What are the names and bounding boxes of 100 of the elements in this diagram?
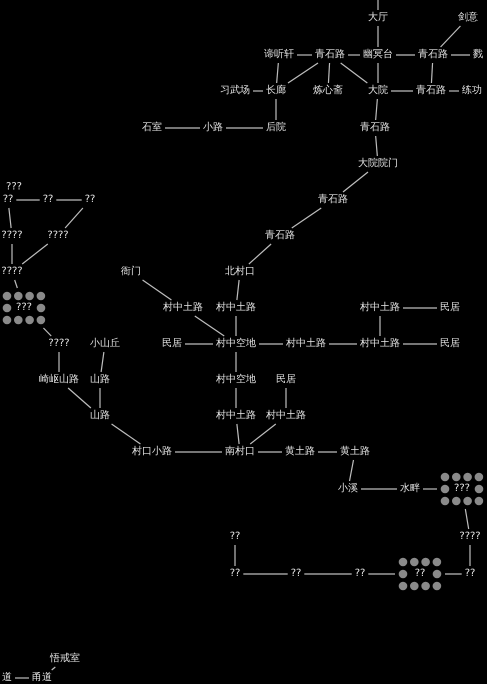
path-line xyxy=(235,316,237,336)
path-line xyxy=(226,127,263,129)
room-name: 民居 xyxy=(161,338,183,350)
path-line xyxy=(250,424,276,444)
path-line xyxy=(142,280,172,300)
path-line xyxy=(396,54,415,56)
path-line xyxy=(11,244,13,264)
path-line xyxy=(99,388,101,408)
path-line xyxy=(56,199,82,201)
room-name: 大院院门 xyxy=(357,158,399,170)
room-name: 大院 xyxy=(367,85,389,97)
path-line xyxy=(236,424,240,444)
path-line xyxy=(377,26,379,47)
room-name: 青石路 xyxy=(317,194,349,206)
room-name: ?? xyxy=(42,194,54,206)
path-line xyxy=(348,54,360,56)
path-line xyxy=(22,244,48,264)
path-line xyxy=(318,451,337,453)
path-line xyxy=(8,208,12,228)
room-name: 村中土路 xyxy=(285,338,327,350)
room-name: 村中土路 xyxy=(359,302,401,314)
path-line xyxy=(375,136,378,156)
room-name: 黄土路 xyxy=(284,446,316,458)
room-name: 青石路 xyxy=(264,230,296,242)
path-line xyxy=(288,62,318,84)
room-name: 南村口 xyxy=(224,446,256,458)
room-name: 长廊 xyxy=(265,85,287,97)
room-name: 幽冥台 xyxy=(362,49,394,61)
path-line xyxy=(165,127,200,129)
path-line xyxy=(430,62,434,84)
room-name: 大厅 xyxy=(367,12,389,24)
path-line xyxy=(58,352,60,372)
room-name: 青石路 xyxy=(359,122,391,134)
path-line xyxy=(445,573,462,575)
room-name: 道 xyxy=(1,672,13,684)
room-name: 崎岖山路 xyxy=(38,374,80,386)
path-line xyxy=(377,0,379,10)
path-line xyxy=(469,545,471,566)
path-line xyxy=(258,451,282,453)
path-line xyxy=(464,508,470,530)
room-name: ?? xyxy=(354,568,366,580)
room-name: ?? xyxy=(290,568,302,580)
room-name: 习武场 xyxy=(219,85,251,97)
path-line xyxy=(16,199,40,201)
path-line xyxy=(340,62,368,84)
path-line xyxy=(111,424,141,444)
path-line xyxy=(276,62,279,84)
room-name: 炼心斋 xyxy=(312,85,344,97)
path-line xyxy=(185,343,213,345)
path-line xyxy=(248,244,272,264)
path-line xyxy=(285,388,287,408)
room-name: 小山丘 xyxy=(89,338,121,350)
room-name: 民居 xyxy=(439,338,461,350)
path-line xyxy=(51,666,56,670)
room-name: 村中土路 xyxy=(265,410,307,422)
room-name: ???? xyxy=(0,266,24,278)
room-name: ?? xyxy=(84,194,96,206)
room-name: ???? xyxy=(46,230,70,242)
path-line xyxy=(64,208,84,228)
path-line xyxy=(236,280,240,300)
path-line xyxy=(391,90,413,92)
room-name: 衙门 xyxy=(120,266,142,278)
room-name: 村口小路 xyxy=(131,446,173,458)
room-name: 青石路 xyxy=(417,49,449,61)
room-name: 后院 xyxy=(265,122,287,134)
room-name: 山路 xyxy=(89,374,111,386)
path-line xyxy=(15,677,29,679)
path-line xyxy=(259,343,283,345)
path-line xyxy=(235,352,237,372)
path-line xyxy=(342,172,368,192)
path-line xyxy=(375,98,378,120)
room-name: 村中土路 xyxy=(215,410,257,422)
room-name: 青石路 xyxy=(314,49,346,61)
path-line xyxy=(235,388,237,408)
path-line xyxy=(14,280,18,288)
room-name: 北村口 xyxy=(224,266,256,278)
room-name: 小溪 xyxy=(337,483,359,495)
room-name: ?? xyxy=(228,568,242,580)
room-name: 甬道 xyxy=(31,672,53,684)
path-line xyxy=(348,460,354,482)
room-name: 青石路 xyxy=(415,85,447,97)
path-line xyxy=(304,573,352,575)
room-name: 村中土路 xyxy=(215,302,257,314)
room-name: ??? xyxy=(6,182,22,192)
path-line xyxy=(253,90,263,92)
room-name: 谛听轩 xyxy=(263,49,295,61)
path-line xyxy=(368,573,395,575)
room-name: 村中土路 xyxy=(162,302,204,314)
room-name: 民居 xyxy=(439,302,461,314)
path-line xyxy=(175,451,222,453)
path-line xyxy=(291,208,322,228)
path-line xyxy=(451,54,470,56)
path-line xyxy=(379,316,381,336)
path-line xyxy=(297,54,312,56)
room-name: 水畔 xyxy=(399,483,421,495)
room-name: 练功 xyxy=(461,85,483,97)
path-line xyxy=(328,62,330,84)
room-name: 石室 xyxy=(141,122,163,134)
path-line xyxy=(194,316,225,336)
room-name: 村中空地 xyxy=(215,338,257,350)
